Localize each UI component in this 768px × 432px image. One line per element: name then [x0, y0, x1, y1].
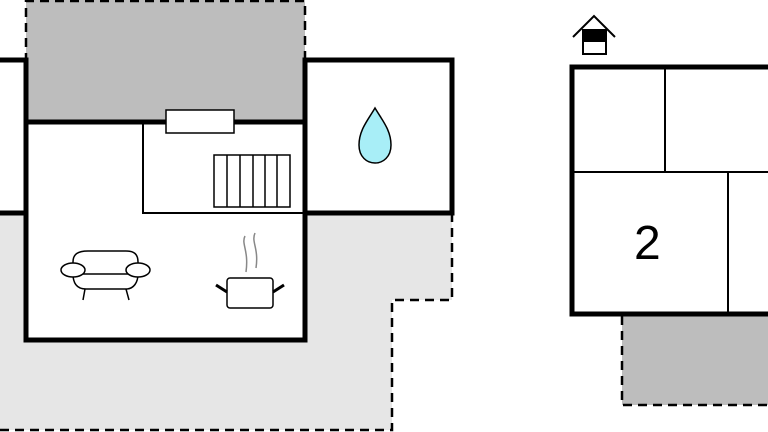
room-number-label: 2: [634, 217, 661, 270]
entrance-house-icon: [572, 14, 616, 55]
left-wing-room: [0, 60, 26, 213]
sofa-icon: [60, 250, 151, 301]
water-drop-icon: [358, 106, 392, 164]
covered-area-bottom: [622, 314, 768, 405]
terrace-dashed-border: [0, 213, 454, 432]
cooking-pot-icon: [215, 232, 285, 309]
upper-floor-inner-walls: [572, 67, 768, 314]
inner-wall: [142, 122, 305, 214]
covered-area-bottom-dashed-border: [620, 316, 768, 407]
upper-floor: [569, 64, 768, 317]
covered-area-top: [26, 0, 305, 122]
stairs-icon: [213, 154, 291, 208]
window: [165, 109, 235, 134]
